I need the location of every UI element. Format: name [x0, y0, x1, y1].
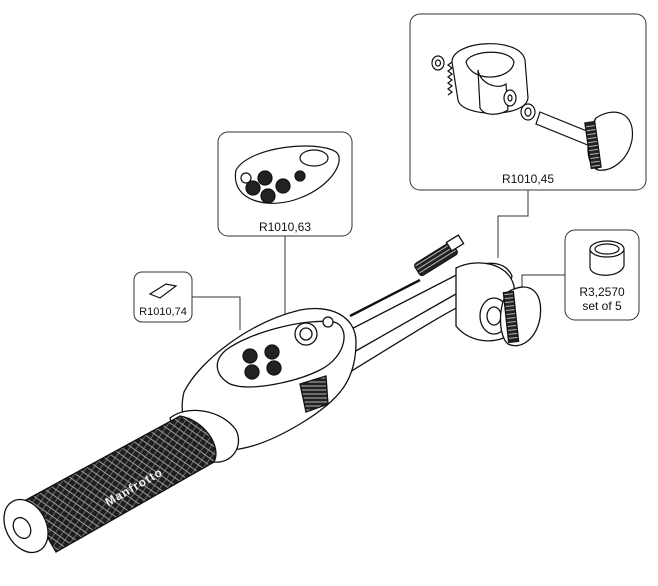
part-code-r3-2570: R3,2570 [579, 285, 625, 299]
leader-line-r1010-74 [192, 296, 241, 330]
part-note-set-of-5: set of 5 [582, 299, 622, 313]
leader-line-r1010-45 [497, 190, 529, 258]
main-handle [3, 234, 542, 554]
part-code-r1010-45: R1010,45 [501, 172, 555, 186]
part-code-r1010-74: R1010,74 [139, 306, 187, 318]
cap-part [589, 240, 625, 276]
leader-line-r3-2570 [521, 274, 565, 288]
small-pad-part [148, 283, 178, 299]
clamp-knob-assembly [431, 43, 634, 171]
remote-panel-part [234, 145, 340, 204]
part-code-r1010-63: R1010,63 [258, 220, 312, 234]
